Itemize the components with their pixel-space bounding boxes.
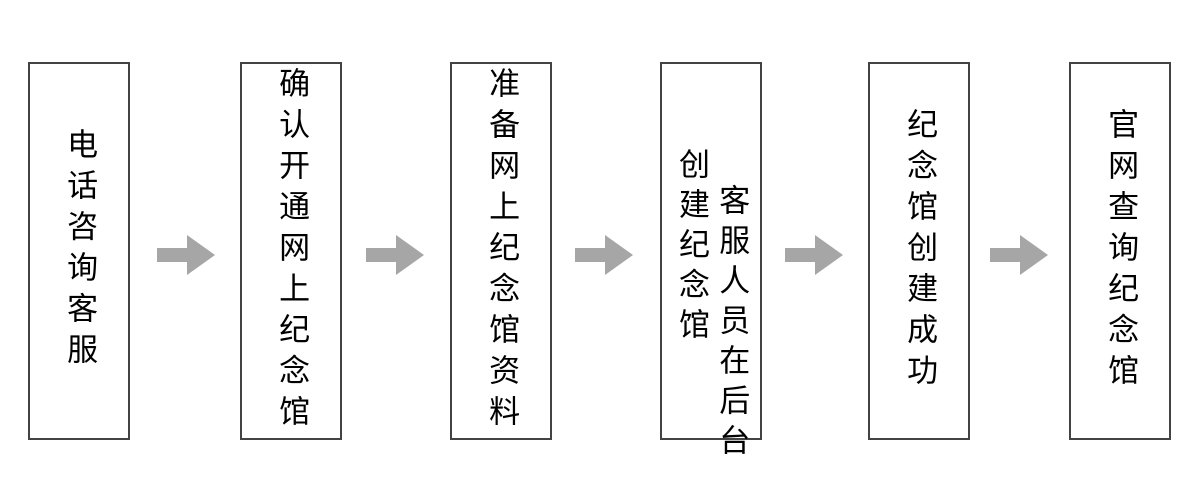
- flow-step-memorial-created-success[interactable]: 纪念馆创建成功: [868, 62, 970, 440]
- flow-arrow-right-icon: [575, 233, 633, 277]
- flow-step-text-wrap: 官网查询纪念馆: [1071, 64, 1169, 438]
- flow-step-phone-consult-service[interactable]: 电话咨询客服: [28, 62, 130, 440]
- flow-step-confirm-open-online-memorial[interactable]: 确认开通网上纪念馆: [240, 62, 342, 440]
- flow-step-label: 纪念馆创建成功: [901, 107, 938, 395]
- flow-step-label-secondary: 创建纪念馆: [673, 148, 709, 348]
- flow-arrow-right-icon: [366, 233, 424, 277]
- flow-arrow-right-icon: [990, 233, 1048, 277]
- flow-step-staff-create-memorial-backend[interactable]: 客服人员在后台 创建纪念馆: [660, 62, 762, 464]
- flow-step-prepare-memorial-materials[interactable]: 准备网上纪念馆资料: [450, 62, 552, 440]
- flow-step-query-memorial-on-official-site[interactable]: 官网查询纪念馆: [1069, 62, 1171, 440]
- flow-step-text-wrap: 准备网上纪念馆资料: [452, 64, 550, 438]
- flow-step-text-wrap: 客服人员在后台 创建纪念馆: [662, 64, 760, 464]
- flow-step-text-wrap: 电话咨询客服: [30, 64, 128, 438]
- flow-step-label: 官网查询纪念馆: [1102, 107, 1139, 395]
- flow-arrow-right-icon: [785, 233, 843, 277]
- flow-step-label: 客服人员在后台: [713, 184, 750, 464]
- flow-step-label: 确认开通网上纪念馆: [273, 66, 310, 436]
- flow-arrow-right-icon: [157, 233, 215, 277]
- flow-step-text-wrap: 确认开通网上纪念馆: [242, 64, 340, 438]
- flow-step-text-wrap: 纪念馆创建成功: [870, 64, 968, 438]
- flow-step-label: 电话咨询客服: [61, 128, 98, 374]
- flow-step-label: 准备网上纪念馆资料: [483, 66, 520, 436]
